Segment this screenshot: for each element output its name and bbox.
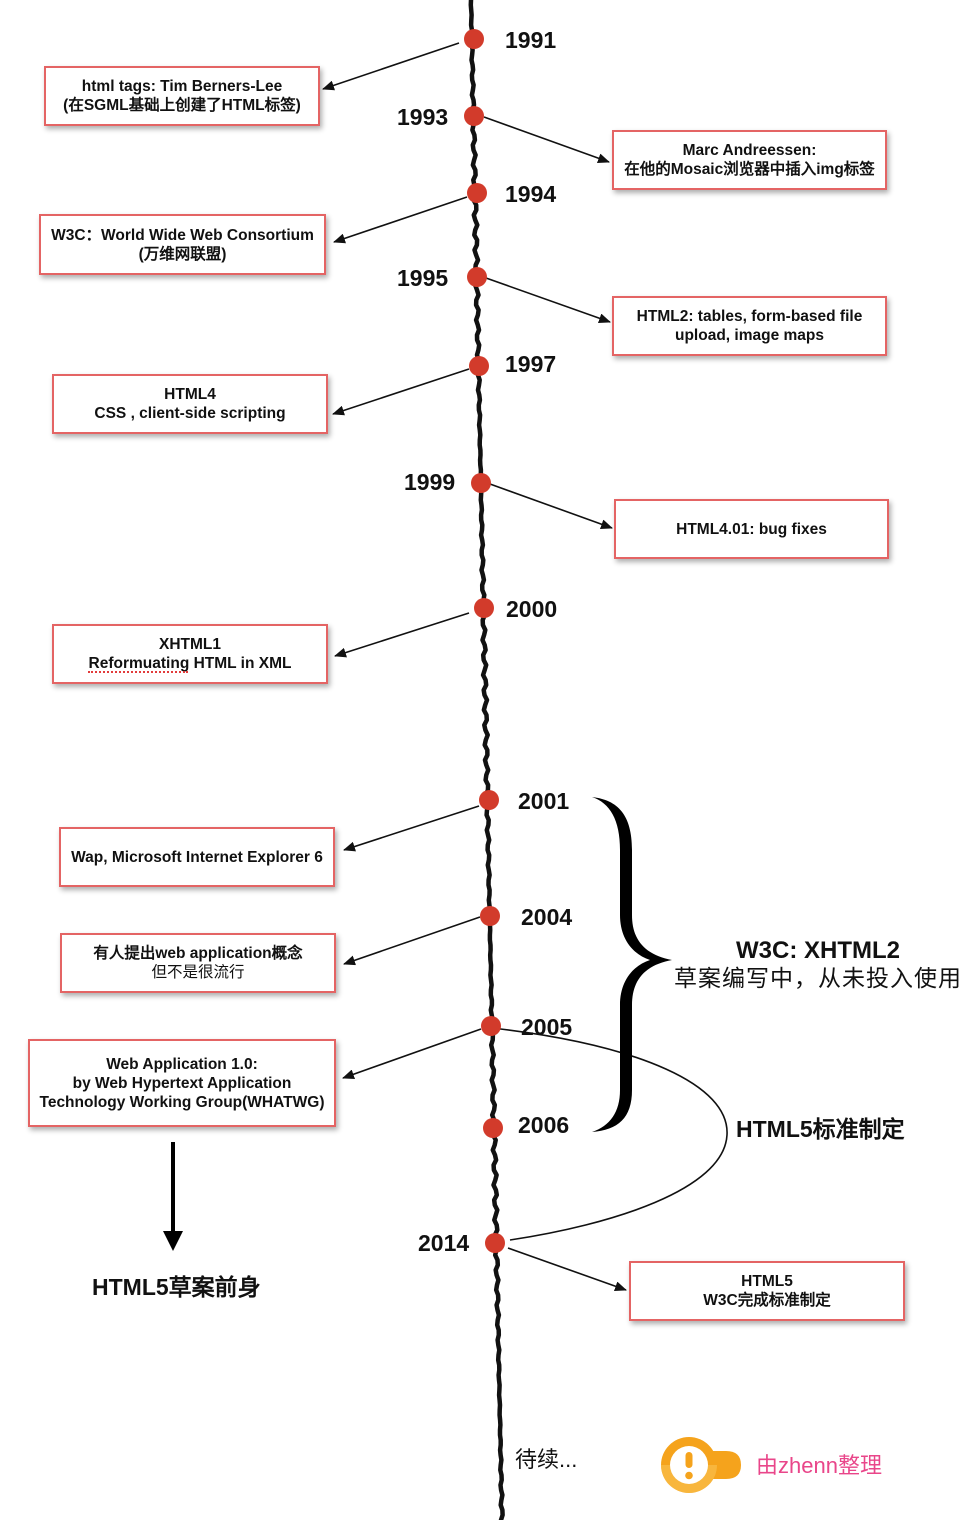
arrow-1995 <box>485 277 611 324</box>
arrow-1999 <box>489 483 613 529</box>
exclamation-badge-icon <box>661 1437 741 1493</box>
timeline-axis <box>468 0 505 1520</box>
arrow-2014 <box>507 1247 627 1292</box>
html5-standardization-curve <box>491 1027 728 1241</box>
timeline-dot-2001 <box>479 790 499 810</box>
year-label-1995: 1995 <box>397 265 449 291</box>
xhtml2-subtitle: 草案编写中，从未投入使用 <box>674 965 962 991</box>
event-box-line: Reformuating HTML in XML <box>88 655 292 672</box>
timeline-dot-2014 <box>485 1233 505 1253</box>
arrow-1991 <box>322 42 460 91</box>
event-box-line: (在SGML基础上创建了HTML标签) <box>63 97 301 114</box>
event-box-1994: W3C：World Wide Web Consortium (万维网联盟) <box>39 214 326 275</box>
event-box-2004: 有人提出web application概念 但不是很流行 <box>60 933 336 993</box>
xhtml2-curly-brace <box>592 797 672 1132</box>
year-label-2014: 2014 <box>418 1230 470 1256</box>
timeline-dot-2005 <box>481 1016 501 1036</box>
arrow-1997 <box>332 368 470 416</box>
year-label-1993: 1993 <box>397 104 449 130</box>
year-label-1997: 1997 <box>505 351 557 377</box>
event-box-line: Wap, Microsoft Internet Explorer 6 <box>71 848 323 866</box>
event-box-1993: Marc Andreessen: 在他的Mosaic浏览器中插入img标签 <box>612 130 887 190</box>
spellcheck-underline <box>88 671 188 673</box>
event-box-2014: HTML5 W3C完成标准制定 <box>629 1261 905 1321</box>
arrow-1994 <box>333 196 468 244</box>
year-label-2006: 2006 <box>518 1112 570 1138</box>
year-label-1999: 1999 <box>404 469 456 495</box>
credit-text: 由zhenn整理 <box>756 1453 882 1478</box>
event-box-line: HTML4 <box>164 386 216 403</box>
year-label-2005: 2005 <box>521 1014 573 1040</box>
event-box-line: Technology Working Group(WHATWG) <box>39 1093 325 1111</box>
timeline-dot-1993 <box>464 106 484 126</box>
whatwg-result-label: HTML5草案前身 <box>92 1274 261 1300</box>
event-box-line: (万维网联盟) <box>138 245 227 263</box>
down-arrow <box>163 1142 183 1251</box>
timeline-dot-1999 <box>471 473 491 493</box>
event-box-1995: HTML2: tables, form-based file upload, i… <box>612 296 887 356</box>
year-label-1991: 1991 <box>505 27 557 53</box>
timeline-dot-1994 <box>467 183 487 203</box>
event-box-line: W3C完成标准制定 <box>703 1292 831 1309</box>
timeline-dot-1995 <box>467 267 487 287</box>
event-box-2000: XHTML1 Reformuating HTML in XML <box>52 624 328 684</box>
event-box-1997: HTML4 CSS , client-side scripting <box>52 374 328 434</box>
timeline-dots <box>464 29 505 1253</box>
timeline-dot-1991 <box>464 29 484 49</box>
timeline-dot-2006 <box>483 1118 503 1138</box>
event-box-line: Web Application 1.0: <box>106 1055 258 1073</box>
xhtml2-title: W3C: XHTML2 <box>736 937 900 964</box>
arrow-2005 <box>342 1028 482 1080</box>
arrow-2001 <box>343 805 480 852</box>
arrow-2004 <box>343 916 481 966</box>
timeline-dot-2000 <box>474 598 494 618</box>
timeline-dot-2004 <box>480 906 500 926</box>
event-box-line: CSS , client-side scripting <box>94 405 286 422</box>
year-label-2004: 2004 <box>521 904 573 930</box>
event-arrows <box>322 42 627 1292</box>
event-box-line: HTML2: tables, form-based file <box>636 308 863 325</box>
event-box-line: XHTML1 <box>159 636 221 653</box>
arrow-1993 <box>483 116 610 163</box>
event-box-line: HTML4.01: bug fixes <box>676 520 827 538</box>
html5-standard-label: HTML5标准制定 <box>736 1116 905 1142</box>
event-box-1999: HTML4.01: bug fixes <box>614 499 889 559</box>
event-box-2001: Wap, Microsoft Internet Explorer 6 <box>59 827 335 887</box>
event-box-line: by Web Hypertext Application <box>72 1074 292 1092</box>
event-box-line: Marc Andreessen: <box>682 142 817 159</box>
year-label-2000: 2000 <box>506 596 558 622</box>
event-box-line: 在他的Mosaic浏览器中插入img标签 <box>624 161 875 178</box>
event-box-line: HTML5 <box>741 1273 793 1290</box>
event-box-line: 但不是很流行 <box>151 964 245 981</box>
event-box-1991: html tags: Tim Berners-Lee (在SGML基础上创建了H… <box>44 66 320 126</box>
arrow-2000 <box>334 612 470 658</box>
event-box-line: 有人提出web application概念 <box>93 945 303 962</box>
timeline-dot-1997 <box>469 356 489 376</box>
year-label-1994: 1994 <box>505 181 557 207</box>
event-box-2005: Web Application 1.0: by Web Hypertext Ap… <box>28 1039 336 1127</box>
event-box-line: W3C：World Wide Web Consortium <box>51 226 314 244</box>
year-label-2001: 2001 <box>518 788 570 814</box>
event-box-line: upload, image maps <box>674 327 824 344</box>
event-box-line: html tags: Tim Berners-Lee <box>81 78 283 95</box>
to-be-continued: 待续... <box>515 1447 578 1472</box>
